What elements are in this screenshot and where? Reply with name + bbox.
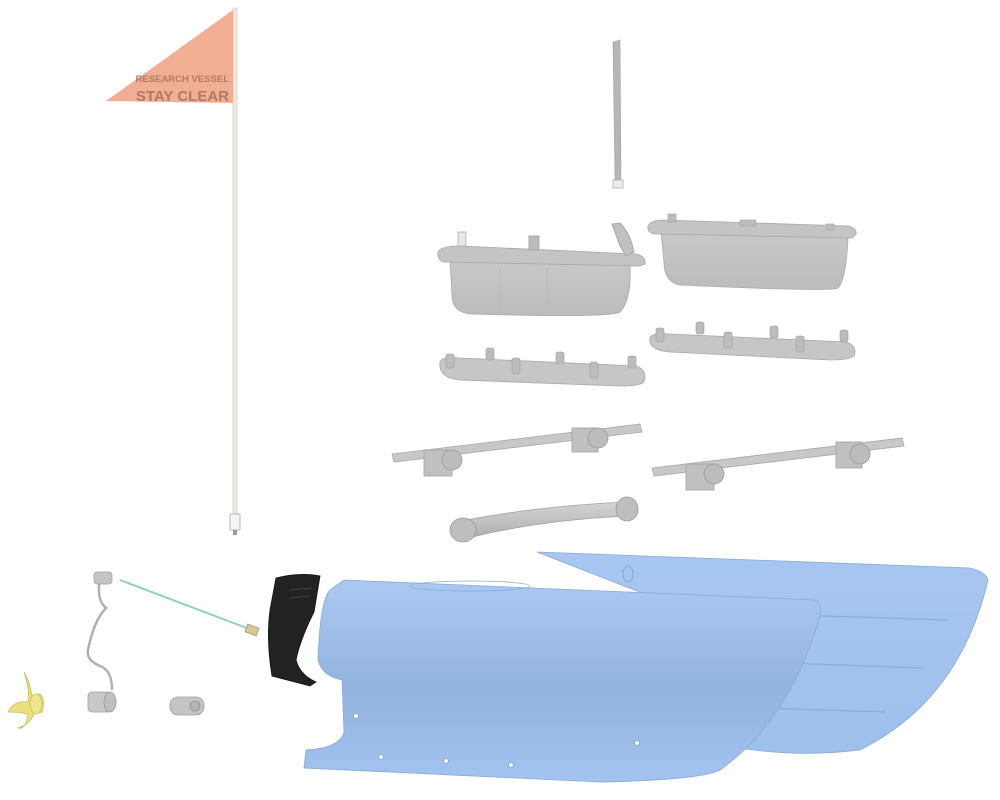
- mount-hole: [634, 740, 640, 746]
- mount-hole: [443, 758, 449, 764]
- rudder: [268, 574, 321, 687]
- mount-hole: [353, 713, 359, 719]
- flag-pole-base: [229, 513, 241, 531]
- flag-pole: [232, 7, 238, 519]
- flag-text-line1: RESEARCH VESSEL: [136, 74, 230, 85]
- coupler: [169, 696, 205, 716]
- lid-rail-left: [439, 347, 646, 387]
- mount-hole: [508, 762, 514, 768]
- flag-text-line2: STAY CLEAR: [136, 88, 229, 105]
- mount-hole: [378, 754, 384, 760]
- sensor-cable: [119, 579, 260, 637]
- crossbar-left: [391, 423, 643, 477]
- tube-strut: [449, 496, 639, 543]
- antenna: [612, 39, 624, 189]
- hull-front: [303, 579, 821, 783]
- electronics-box-left: [437, 222, 646, 316]
- flag-banner: [106, 10, 233, 103]
- motor: [86, 571, 117, 713]
- propeller: [7, 671, 44, 729]
- electronics-box-right: [647, 213, 857, 290]
- lid-rail-right: [649, 321, 856, 361]
- crossbar-right: [651, 437, 905, 491]
- safety-flag: RESEARCH VESSEL STAY CLEAR: [106, 7, 241, 535]
